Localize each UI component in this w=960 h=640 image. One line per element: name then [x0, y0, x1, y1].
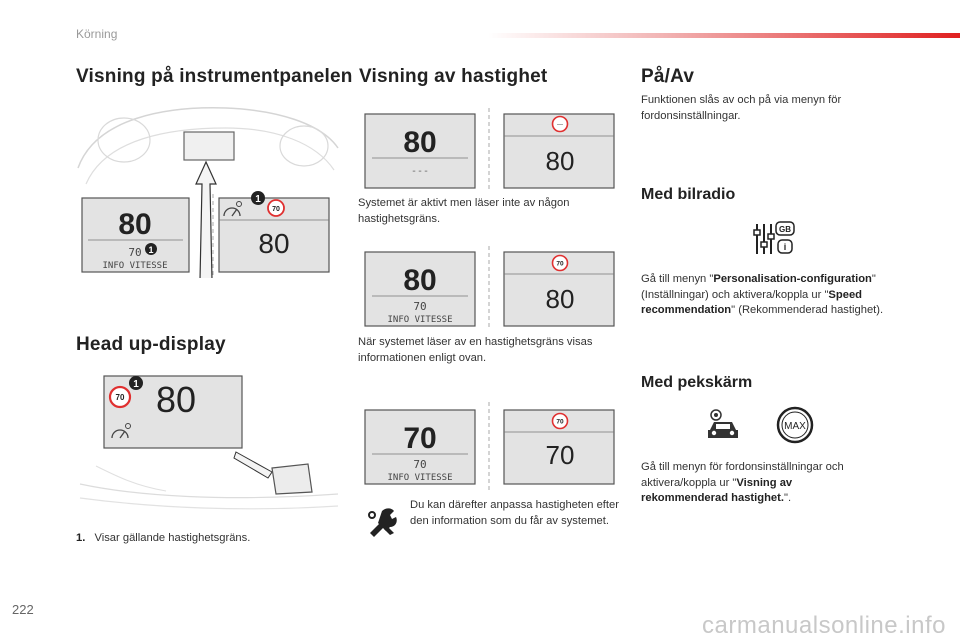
- touchscreen-text: Gå till menyn för fordonsinställningar o…: [641, 461, 844, 504]
- speed-panel-1: 80 --- --- 80: [364, 108, 615, 190]
- max-speed-icon: MAX: [776, 406, 814, 444]
- watermark: carmanualsonline.info: [702, 612, 946, 639]
- speed-limit-badge: [267, 199, 285, 217]
- panel1-right-speed: 80: [546, 146, 575, 176]
- cluster-big-speed: 80: [258, 228, 289, 259]
- panel3-left-limit: 70: [413, 458, 426, 471]
- svg-text:1: 1: [255, 194, 261, 205]
- instrument-cluster-illustration: 80 70 INFO VITESSE 1 70 1 80: [77, 107, 339, 278]
- cluster-speed: 80: [118, 208, 151, 241]
- callout-marker: [145, 243, 157, 255]
- panel1-badge: [551, 115, 569, 133]
- callout-marker: [129, 376, 143, 390]
- svg-text:GB: GB: [779, 225, 791, 234]
- svg-text:MAX: MAX: [784, 421, 806, 432]
- section-label: Körning: [76, 27, 118, 41]
- title-touchscreen: Med pekskärm: [641, 374, 753, 391]
- tools-icon: [368, 508, 397, 537]
- panel2-right-speed: 80: [546, 284, 575, 314]
- tip-text: Du kan därefter anpassa hastigheten efte…: [410, 499, 619, 527]
- speed-text-1: Systemet är aktivt men läser inte av någ…: [358, 197, 570, 225]
- callout-number: 1: [148, 245, 153, 255]
- panel2-badge: [551, 254, 569, 272]
- title-instrument-panel: Visning på instrumentpanelen: [76, 66, 353, 87]
- title-on-off: På/Av: [641, 66, 695, 87]
- panel2-left-speed: 80: [403, 264, 436, 297]
- panel3-left-info: INFO VITESSE: [387, 473, 452, 483]
- svg-text:i: i: [784, 242, 787, 252]
- speedometer-icon: [111, 423, 131, 439]
- on-off-intro: Funktionen slås av och på via menyn för …: [641, 94, 842, 122]
- speedometer-icon: [223, 201, 242, 217]
- head-up-display-illustration: 70 1 80: [79, 375, 339, 510]
- cluster-limit: 70: [128, 246, 141, 259]
- title-speed-display: Visning av hastighet: [359, 66, 548, 87]
- speed-panel-3: 70 70 INFO VITESSE 70 70: [364, 402, 615, 490]
- svg-text:---: ---: [557, 122, 563, 128]
- svg-text:70: 70: [556, 419, 564, 426]
- title-head-up-display: Head up-display: [76, 334, 226, 355]
- title-car-radio: Med bilradio: [641, 186, 736, 203]
- note-number: 1.: [76, 532, 86, 544]
- panel1-left-sub: ---: [411, 166, 429, 177]
- svg-text:70: 70: [116, 393, 125, 402]
- panel2-left-info: INFO VITESSE: [387, 315, 452, 325]
- note-item: 1. Visar gällande hastighetsgräns.: [76, 531, 336, 547]
- panel2-left-limit: 70: [413, 300, 426, 313]
- speed-text-2: När systemet läser av en hastighetsgräns…: [358, 336, 593, 364]
- hud-speed: 80: [156, 379, 196, 420]
- panel3-badge: [551, 412, 569, 430]
- note-text: Visar gällande hastighetsgräns.: [94, 532, 251, 544]
- header-accent-bar: [488, 33, 960, 38]
- svg-text:70: 70: [556, 261, 564, 268]
- settings-sliders-icon: GB i: [753, 221, 795, 254]
- callout-marker: [251, 191, 265, 205]
- svg-text:70: 70: [272, 206, 280, 213]
- speed-panel-2: 80 70 INFO VITESSE 70 80: [364, 246, 615, 330]
- hud-speed-limit-badge: [108, 385, 132, 409]
- panel3-left-speed: 70: [403, 422, 436, 455]
- svg-text:1: 1: [133, 379, 139, 390]
- cluster-info: INFO VITESSE: [102, 261, 167, 271]
- car-radio-text: Gå till menyn "Personalisation-configura…: [641, 273, 884, 316]
- panel1-left-speed: 80: [403, 126, 436, 159]
- panel3-right-speed: 70: [546, 440, 575, 470]
- page-number: 222: [12, 602, 34, 617]
- car-settings-icon: [708, 409, 738, 438]
